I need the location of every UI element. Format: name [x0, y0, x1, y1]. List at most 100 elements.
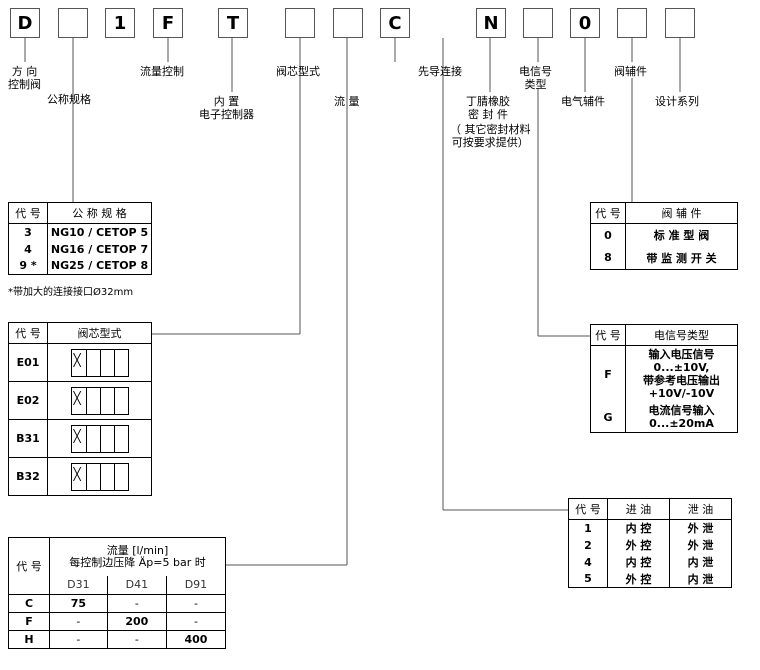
- oil-pilot: 外 控: [607, 536, 670, 554]
- flow-col-header: D31: [49, 575, 108, 595]
- code-box-8: C: [380, 8, 410, 38]
- label-electrical-accessory: 电气辅件: [561, 95, 605, 108]
- code-box-3: 1: [105, 8, 135, 38]
- oil-pilot: 内 控: [607, 553, 670, 571]
- flow-value: -: [165, 594, 226, 613]
- valve-symbol-icon: ╳: [70, 348, 129, 377]
- code-box-12: [617, 8, 647, 38]
- label-valve-accessory: 阀辅件: [614, 65, 647, 78]
- flow-table-header-code: 代 号: [8, 537, 50, 595]
- spool-table-row: E01 ╳: [8, 343, 152, 382]
- flow-code: H: [8, 630, 50, 649]
- valve-acc-name: 带 监 测 开 关: [625, 246, 738, 270]
- flow-value: -: [106, 594, 167, 613]
- label-builtin-controller: 内 置电子控制器: [199, 95, 254, 121]
- code-box-9: N: [476, 8, 506, 38]
- flow-code: C: [8, 594, 50, 613]
- valve-symbol-icon: ╳: [70, 424, 129, 453]
- spool-symbol: ╳: [47, 381, 152, 420]
- spool-code: E01: [8, 343, 48, 382]
- oil-code: 1: [584, 521, 592, 535]
- code-box-6: [285, 8, 315, 38]
- signal-line: 带参考电压输出: [643, 374, 720, 387]
- flow-value: -: [49, 612, 108, 631]
- spool-type-table: 代 号 阀芯型式 E01╳E02╳B31╳B32╳: [8, 322, 152, 496]
- signal-code: F: [604, 367, 612, 381]
- flow-value: 75: [49, 594, 108, 613]
- cross-arrow-icon: ╳: [73, 352, 81, 367]
- spool-symbol: ╳: [47, 343, 152, 382]
- code-box-11: 0: [570, 8, 600, 38]
- spool-code: B31: [8, 419, 48, 458]
- signal-line: 电流信号输入: [648, 404, 715, 417]
- oil-code: 5: [584, 572, 592, 586]
- oil-header-pilot: 进 油: [607, 498, 670, 520]
- spool-table-row: B31 ╳: [8, 419, 152, 458]
- size-table-header-size: 公 称 规 格: [47, 202, 152, 224]
- oil-drain: 外 泄: [669, 519, 732, 537]
- size-code: 3: [24, 225, 32, 239]
- valve-acc-header-name: 阀 辅 件: [625, 202, 738, 224]
- flow-value: -: [106, 630, 167, 649]
- signal-line: 输入电压信号: [648, 348, 715, 361]
- size-code: 4: [24, 242, 32, 256]
- flow-value: 400: [165, 630, 226, 649]
- flow-table-title: 流量 [l/min]每控制边压降 Äp=5 bar 时: [49, 537, 226, 576]
- size-table-row: 4 NG16 / CETOP 7: [9, 240, 152, 258]
- label-pilot-connection: 先导连接: [418, 65, 462, 78]
- valve-acc-name: 标 准 型 阀: [625, 223, 738, 247]
- valve-acc-header-code: 代 号: [590, 202, 626, 224]
- cross-arrow-icon: ╳: [73, 428, 81, 443]
- oil-code: 2: [584, 538, 592, 552]
- label-direction-valve: 方 向控制阀: [8, 65, 41, 91]
- size-footnote: *带加大的连接接口Ø32mm: [8, 287, 134, 298]
- cross-arrow-icon: ╳: [73, 390, 81, 405]
- flow-table-row: H--400: [8, 630, 226, 649]
- spool-table-header-type: 阀芯型式: [47, 322, 152, 344]
- label-nbr-seal: 丁腈橡胶密 封 件: [466, 95, 510, 121]
- label-signal-type: 电信号类型: [519, 65, 552, 91]
- valve-acc-code: 0: [604, 228, 612, 242]
- size-code: 9 *: [19, 259, 37, 273]
- code-box-4: F: [153, 8, 183, 38]
- label-spool-type: 阀芯型式: [276, 65, 320, 78]
- signal-line: +10V/-10V: [648, 387, 715, 400]
- valve-acc-row: 0 标 准 型 阀: [591, 223, 738, 247]
- spool-code: E02: [8, 381, 48, 420]
- flow-col-header: D91: [165, 575, 226, 595]
- code-box-5: T: [218, 8, 248, 38]
- flow-value: -: [165, 612, 226, 631]
- size-table-header-code: 代 号: [8, 202, 48, 224]
- oil-row: 1 内 控外 泄: [569, 519, 732, 537]
- oil-pilot: 外 控: [607, 570, 670, 588]
- signal-header-type: 电信号类型: [625, 324, 738, 346]
- oil-header-drain: 泄 油: [669, 498, 732, 520]
- flow-value: 200: [106, 612, 167, 631]
- spool-table-row: E02 ╳: [8, 381, 152, 420]
- size-value: NG16 / CETOP 7: [47, 240, 152, 258]
- size-table-row: 9 *NG25 / CETOP 8: [9, 257, 152, 275]
- label-flow-control: 流量控制: [140, 65, 184, 78]
- oil-header-code: 代 号: [568, 498, 608, 520]
- oil-drain: 内 泄: [669, 553, 732, 571]
- label-nominal-size: 公称规格: [47, 93, 91, 106]
- code-box-7: [333, 8, 363, 38]
- oil-pilot: 内 控: [607, 519, 670, 537]
- signal-line: 0...±10V,: [653, 361, 710, 374]
- valve-symbol-icon: ╳: [70, 386, 129, 415]
- signal-header-code: 代 号: [590, 324, 626, 346]
